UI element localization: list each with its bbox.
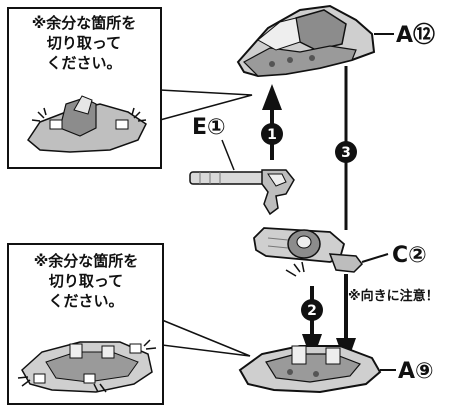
callout-top-part-illustration	[27, 95, 147, 153]
part-a12-illustration	[236, 4, 376, 78]
part-e1-illustration	[189, 169, 295, 216]
orientation-note: ※向きに注意！	[348, 288, 439, 304]
cut-tab-icon	[129, 343, 142, 354]
callout-top-line-3: ください。	[46, 54, 121, 72]
label-leader-e1	[221, 139, 235, 171]
sparkle-marks-icon	[31, 107, 147, 122]
step-1-arrow	[262, 84, 282, 160]
label-e1: E①	[192, 115, 226, 140]
part-a9-illustration	[238, 345, 382, 394]
callout-top-line-2: 切り取って	[47, 34, 121, 52]
callout-bottom-line-1: ※余分な箇所を	[34, 252, 139, 270]
callout-bottom-part-illustration	[17, 339, 157, 393]
sparkle-marks-icon	[285, 261, 305, 277]
step-3-number: 3	[341, 145, 351, 161]
label-a12: A⑫	[396, 22, 435, 48]
step-2-badge: 2	[301, 299, 323, 321]
label-leader-c2	[361, 253, 389, 263]
part-c2-illustration	[253, 227, 363, 273]
callout-bottom-pointer	[161, 318, 251, 357]
callout-top: ※余分な箇所を 切り取って ください。	[7, 7, 253, 169]
label-a9: A⑨	[398, 359, 434, 384]
callout-bottom: ※余分な箇所を 切り取って ください。	[7, 243, 251, 405]
cut-tab-icon	[83, 373, 96, 384]
step-2-number: 2	[307, 303, 317, 319]
callout-top-line-1: ※余分な箇所を	[32, 14, 137, 32]
callout-bottom-line-3: ください。	[48, 292, 123, 310]
callout-bottom-line-2: 切り取って	[49, 272, 123, 290]
step-3-badge: 3	[335, 141, 357, 163]
sparkle-marks-icon	[17, 339, 157, 393]
step-1-badge: 1	[261, 123, 283, 145]
cut-tab-icon	[115, 119, 129, 130]
label-c2: C②	[392, 243, 427, 268]
step-1-number: 1	[267, 127, 277, 143]
cut-tab-icon	[49, 119, 63, 130]
cut-tab-icon	[33, 373, 46, 384]
